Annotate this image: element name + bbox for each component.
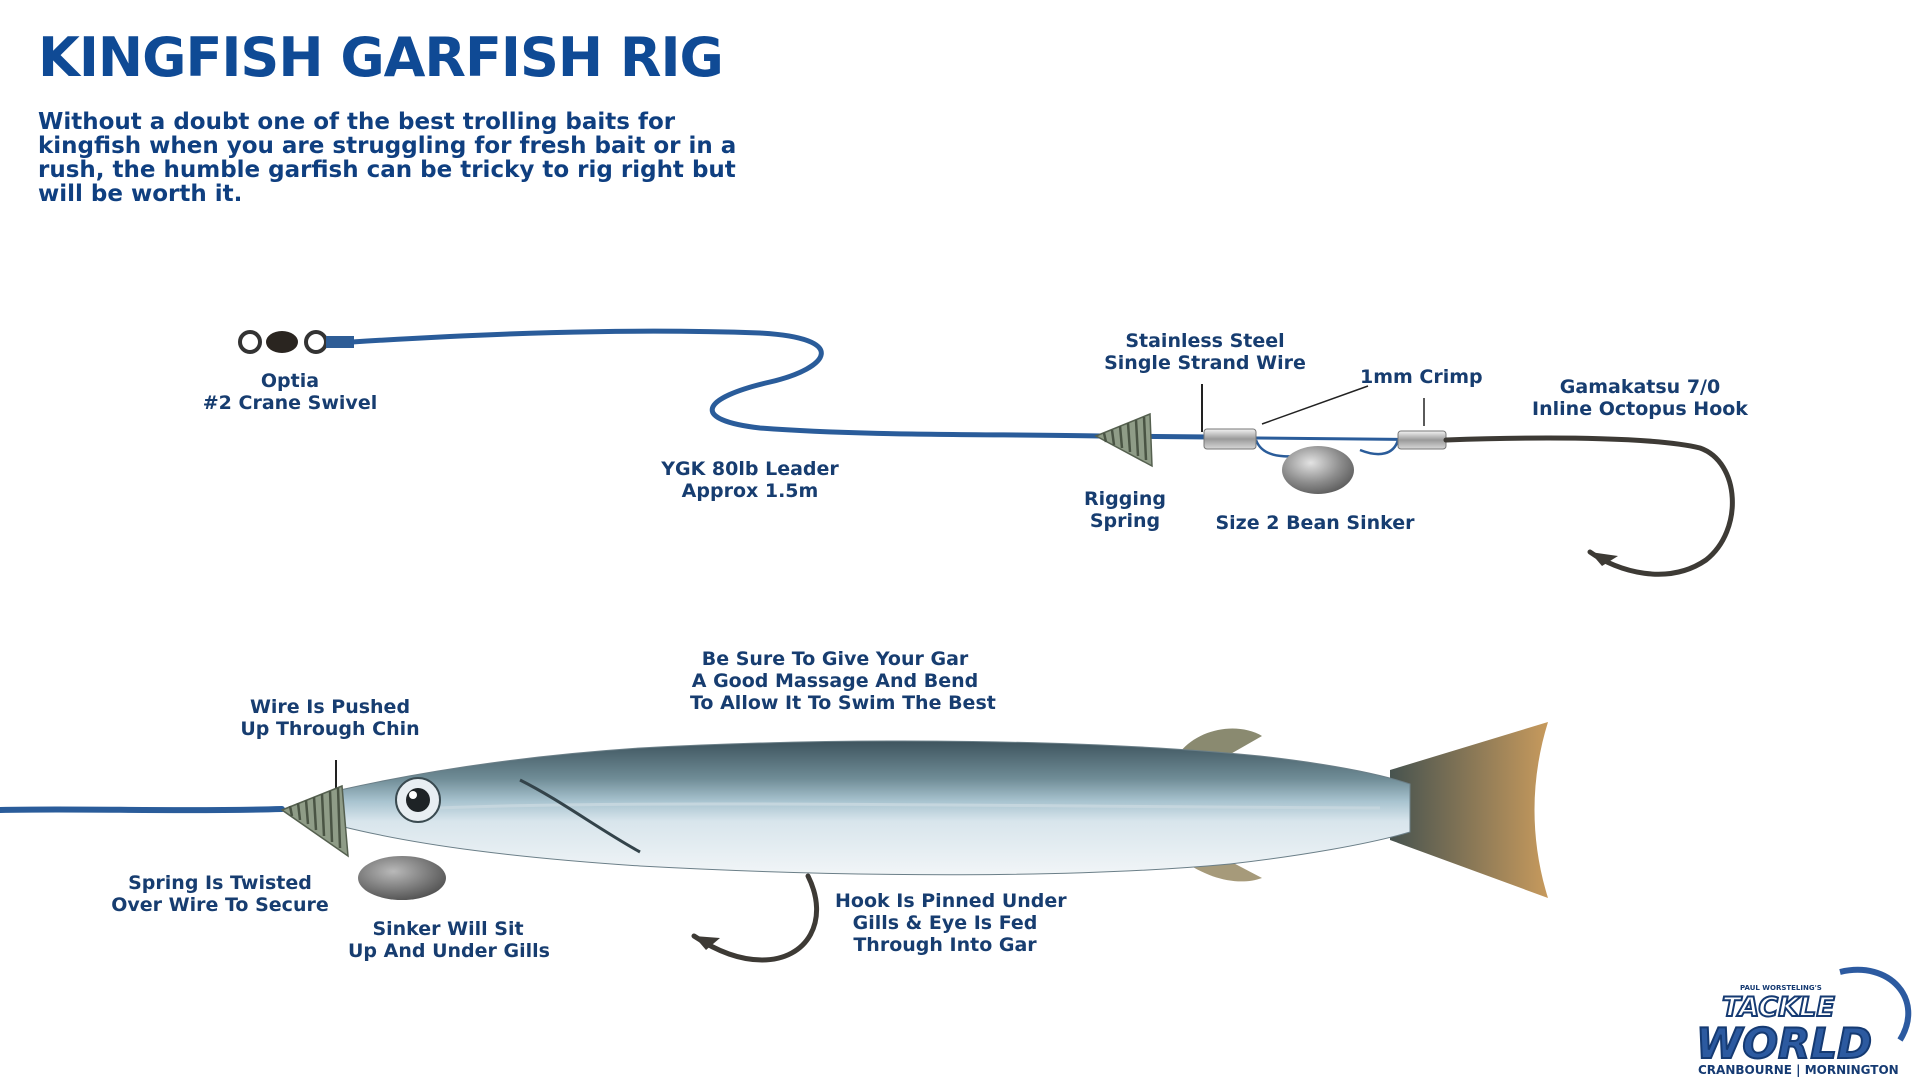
- label-line: Gamakatsu 7/0: [1559, 376, 1721, 398]
- bait-hook: [691, 873, 820, 963]
- label-line: A Good Massage And Bend: [691, 670, 979, 692]
- label-line: Spring Is Twisted: [128, 872, 312, 894]
- bait-hook-point: [694, 936, 720, 950]
- label-stainless-wire: Stainless Steel Single Strand Wire: [1095, 330, 1315, 374]
- label-line: Gills & Eye Is Fed: [852, 912, 1038, 934]
- leader-line: [349, 328, 1213, 440]
- label-leader: YGK 80lb Leader Approx 1.5m: [650, 458, 850, 502]
- label-line: Up And Under Gills: [348, 940, 550, 962]
- tackle-world-logo: PAUL WORSTELING'S TACKLE WORLD CRANBOURN…: [1690, 960, 1920, 1080]
- label-line: Size 2 Bean Sinker: [1215, 512, 1415, 534]
- label-line: Single Strand Wire: [1104, 352, 1306, 374]
- label-chin-wire: Wire Is Pushed Up Through Chin: [240, 696, 420, 740]
- bait-leader-line: [0, 806, 285, 814]
- label-line: #2 Crane Swivel: [202, 392, 378, 414]
- octopus-hook: [1443, 435, 1735, 577]
- label-line: Be Sure To Give Your Gar: [701, 648, 969, 670]
- label-hook-pinned: Hook Is Pinned Under Gills & Eye Is Fed …: [835, 890, 1067, 956]
- crimp-1: [1203, 428, 1257, 450]
- logo-locations: CRANBOURNE | MORNINGTON: [1698, 1063, 1899, 1077]
- rigging-spring: [1094, 412, 1153, 468]
- logo-top-text: PAUL WORSTELING'S: [1740, 984, 1822, 992]
- bait-spring: [280, 784, 349, 858]
- label-line: Hook Is Pinned Under: [835, 890, 1067, 912]
- label-line: Up Through Chin: [240, 718, 420, 740]
- label-sinker-sit: Sinker Will Sit Up And Under Gills: [348, 918, 550, 962]
- label-spring-twist: Spring Is Twisted Over Wire To Secure: [110, 872, 330, 916]
- label-line: 1mm Crimp: [1360, 366, 1483, 388]
- logo-word-2: WORLD: [1696, 1019, 1872, 1068]
- label-octopus-hook: Gamakatsu 7/0 Inline Octopus Hook: [1530, 376, 1750, 420]
- page-title: KINGFISH GARFISH RIG: [38, 26, 724, 89]
- label-crane-swivel: Optia #2 Crane Swivel: [190, 370, 390, 414]
- label-line: Approx 1.5m: [681, 480, 819, 502]
- crimp-2: [1397, 430, 1447, 450]
- label-line: Through Into Gar: [853, 934, 1037, 956]
- label-line: Spring: [1089, 510, 1161, 532]
- label-line: Rigging: [1084, 488, 1166, 510]
- bean-sinker: [1282, 446, 1354, 494]
- garfish: [339, 722, 1548, 898]
- label-line: Stainless Steel: [1125, 330, 1285, 352]
- label-rigging-spring: Rigging Spring: [1075, 488, 1175, 532]
- intro-text: Without a doubt one of the best trolling…: [38, 109, 737, 207]
- label-line: YGK 80lb Leader: [661, 458, 839, 480]
- label-line: Wire Is Pushed: [249, 696, 411, 718]
- label-bean-sinker: Size 2 Bean Sinker: [1210, 512, 1420, 534]
- label-line: Sinker Will Sit: [372, 918, 524, 940]
- label-line: Optia: [260, 370, 320, 392]
- logo-graphic: PAUL WORSTELING'S TACKLE WORLD CRANBOURN…: [1695, 966, 1912, 1077]
- label-massage: Be Sure To Give Your Gar A Good Massage …: [690, 648, 996, 714]
- bait-sinker: [358, 856, 446, 900]
- crane-swivel: [238, 330, 354, 354]
- label-line: Inline Octopus Hook: [1532, 398, 1748, 420]
- label-line: Over Wire To Secure: [111, 894, 329, 916]
- crimp-pointer: [1261, 385, 1369, 425]
- label-line: To Allow It To Swim The Best: [690, 692, 996, 714]
- logo-word-1: TACKLE: [1722, 992, 1835, 1023]
- label-crimp: 1mm Crimp: [1360, 366, 1483, 388]
- hook-point: [1590, 552, 1618, 566]
